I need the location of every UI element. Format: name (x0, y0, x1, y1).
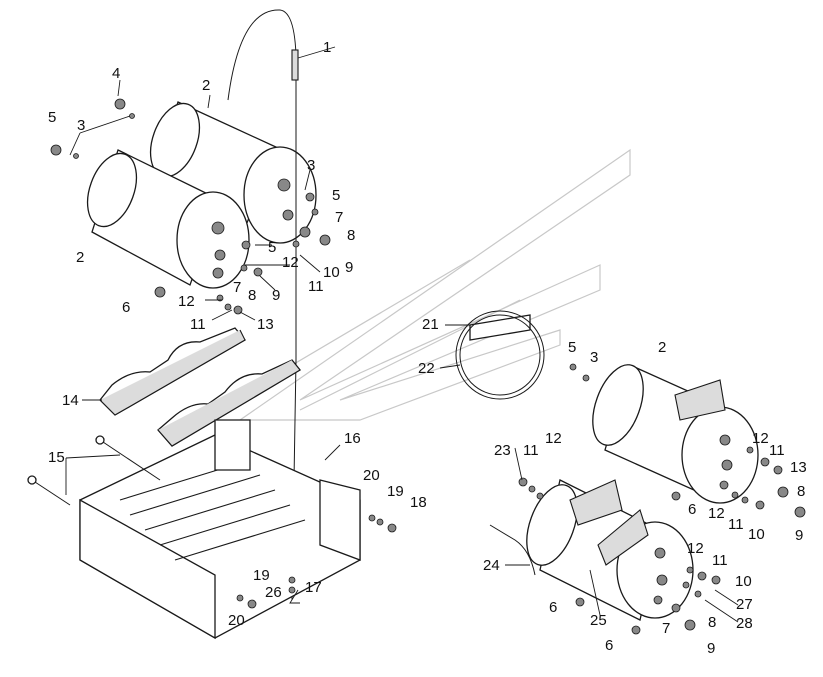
callout-25: 25 (590, 612, 607, 629)
callout-3: 3 (590, 349, 598, 366)
callout-4: 4 (112, 65, 120, 82)
callout-2: 2 (658, 339, 666, 356)
bolts (236, 514, 397, 609)
callout-11: 11 (308, 278, 324, 295)
callout-11: 11 (523, 442, 539, 459)
callout-7: 7 (335, 209, 343, 226)
mounting-frame (79, 419, 361, 640)
callout-14: 14 (62, 392, 79, 409)
callout-9: 9 (707, 640, 715, 657)
callout-10: 10 (748, 526, 765, 543)
callout-5: 5 (568, 339, 576, 356)
callout-6: 6 (549, 599, 557, 616)
rods-15 (27, 435, 161, 506)
callout-11: 11 (769, 442, 785, 459)
callout-labels: 1 2 2 2 3 3 3 4 5 5 5 5 6 6 6 6 7 7 7 8 … (48, 39, 807, 657)
callout-6: 6 (688, 501, 696, 518)
callout-26: 26 (265, 584, 282, 601)
callout-7: 7 (662, 620, 670, 637)
callout-20: 20 (363, 467, 380, 484)
callout-9: 9 (795, 527, 803, 544)
hose (489, 524, 536, 576)
callout-8: 8 (797, 483, 805, 500)
air-tank-right-upper (592, 364, 759, 504)
callout-23: 23 (494, 442, 511, 459)
callout-19: 19 (253, 567, 270, 584)
callout-11: 11 (190, 316, 206, 333)
callout-16: 16 (344, 430, 361, 447)
callout-6: 6 (122, 299, 130, 316)
fittings-left (50, 98, 331, 315)
callout-11: 11 (712, 552, 728, 569)
tank-saddle-front (99, 327, 246, 416)
callout-11: 11 (728, 516, 744, 533)
callout-9: 9 (272, 287, 280, 304)
callout-24: 24 (483, 557, 500, 574)
callout-12: 12 (752, 430, 769, 447)
fittings-right (518, 363, 806, 635)
callout-5: 5 (268, 239, 276, 256)
callout-12: 12 (708, 505, 725, 522)
callout-12: 12 (687, 540, 704, 557)
tank-strap (455, 310, 545, 400)
callout-6: 6 (605, 637, 613, 654)
callout-19: 19 (387, 483, 404, 500)
leader-lines (65, 46, 739, 623)
callout-10: 10 (323, 264, 340, 281)
callout-9: 9 (345, 259, 353, 276)
callout-28: 28 (736, 615, 753, 632)
pipe-sleeve (291, 49, 299, 81)
callout-2: 2 (76, 249, 84, 266)
callout-13: 13 (790, 459, 807, 476)
callout-18: 18 (410, 494, 427, 511)
callout-5: 5 (48, 109, 56, 126)
callout-3: 3 (307, 157, 315, 174)
callout-2: 2 (202, 77, 210, 94)
air-tank-right-lower (526, 479, 694, 621)
callout-3: 3 (77, 117, 85, 134)
callout-1: 1 (323, 39, 331, 56)
callout-15: 15 (48, 449, 65, 466)
tank-saddle-rear (157, 359, 301, 447)
callout-27: 27 (736, 596, 753, 613)
callout-12: 12 (178, 293, 195, 310)
callout-8: 8 (708, 614, 716, 631)
callout-8: 8 (347, 227, 355, 244)
callout-21: 21 (422, 316, 439, 333)
callout-5: 5 (332, 187, 340, 204)
callout-20: 20 (228, 612, 245, 629)
callout-12: 12 (282, 254, 299, 271)
callout-13: 13 (257, 316, 274, 333)
air-tank-lower-left (86, 149, 250, 289)
callout-7: 7 (233, 279, 241, 296)
callout-22: 22 (418, 360, 435, 377)
callout-10: 10 (735, 573, 752, 590)
callout-12: 12 (545, 430, 562, 447)
callout-17: 17 (305, 579, 322, 596)
callout-8: 8 (248, 287, 256, 304)
